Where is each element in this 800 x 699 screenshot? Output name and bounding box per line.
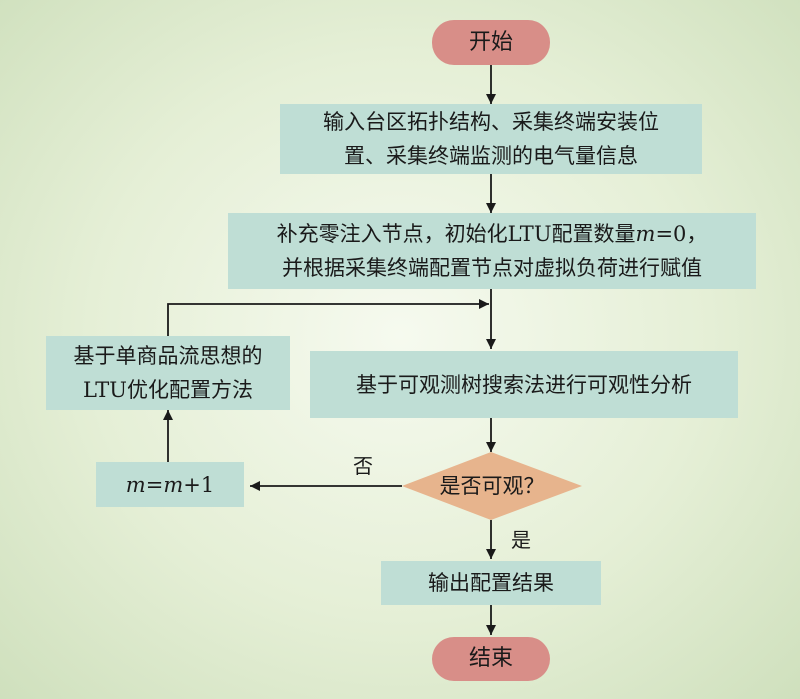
input-line-2: 置、采集终端监测的电气量信息 [344, 144, 638, 168]
analysis-node: 基于可观测树搜索法进行可观性分析 [310, 351, 738, 418]
increment-var-m: m [125, 472, 146, 497]
end-node: 结束 [432, 637, 550, 681]
start-text: 开始 [468, 29, 513, 55]
increment-text: m=m+1 [126, 468, 214, 502]
increment-plus-one: +1 [183, 472, 215, 497]
init-line-1: 补充零注入节点，初始化LTU配置数量m=0， [277, 217, 708, 251]
input-node: 输入台区拓扑结构、采集终端安装位 置、采集终端监测的电气量信息 [280, 104, 702, 174]
increment-node: m=m+1 [96, 462, 244, 507]
decision-diamond [402, 452, 582, 520]
output-node: 输出配置结果 [381, 561, 601, 605]
output-text: 输出配置结果 [428, 571, 554, 595]
decision-label-box: 是否可观？ [402, 468, 582, 504]
edge-optimize-to-analysis [167, 299, 489, 336]
init-line-2: 并根据采集终端配置节点对虚拟负荷进行赋值 [282, 256, 702, 280]
optimize-line-2: LTU优化配置方法 [83, 378, 253, 402]
init-line-1-tail: =0， [655, 222, 708, 246]
analysis-text: 基于可观测树搜索法进行可观性分析 [356, 372, 692, 397]
start-node: 开始 [432, 20, 550, 65]
edge-label-no: 否 [353, 454, 373, 478]
increment-var-m-2: m [163, 472, 184, 497]
init-line-1-text: 补充零注入节点，初始化LTU配置数量 [276, 222, 636, 246]
edge-label-yes: 是 [511, 528, 531, 552]
end-text: 结束 [468, 646, 513, 671]
input-line-1: 输入台区拓扑结构、采集终端安装位 [323, 110, 659, 134]
increment-eq: = [145, 472, 164, 497]
init-var-m: m [635, 222, 656, 246]
decision-text: 是否可观？ [439, 474, 545, 498]
init-node: 补充零注入节点，初始化LTU配置数量m=0， 并根据采集终端配置节点对虚拟负荷进… [228, 213, 756, 289]
optimize-node: 基于单商品流思想的 LTU优化配置方法 [46, 336, 290, 410]
optimize-line-1: 基于单商品流思想的 [73, 344, 263, 368]
